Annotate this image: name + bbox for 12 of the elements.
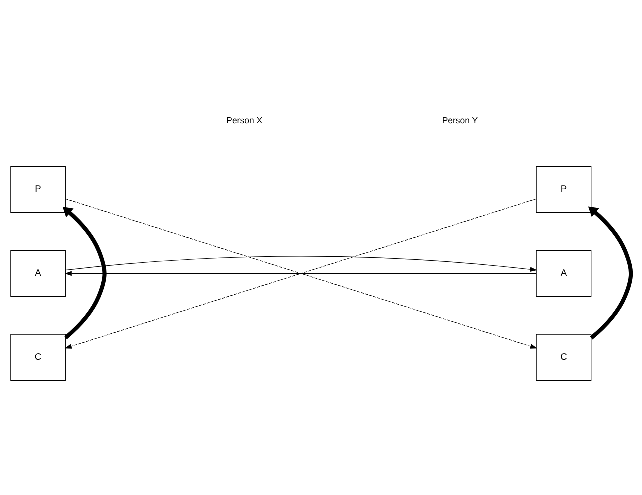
arrow	[64, 271, 537, 276]
arrow	[62, 207, 107, 340]
arrow	[65, 256, 538, 272]
node-box: A	[10, 250, 66, 298]
node-box: C	[536, 334, 592, 381]
arrow	[588, 206, 634, 340]
node-box: C	[10, 334, 66, 381]
node-box: A	[536, 250, 592, 298]
label: Person X	[226, 116, 263, 126]
label: Person Y	[442, 116, 478, 126]
node-box: P	[10, 166, 66, 214]
node-box: P	[536, 166, 592, 214]
